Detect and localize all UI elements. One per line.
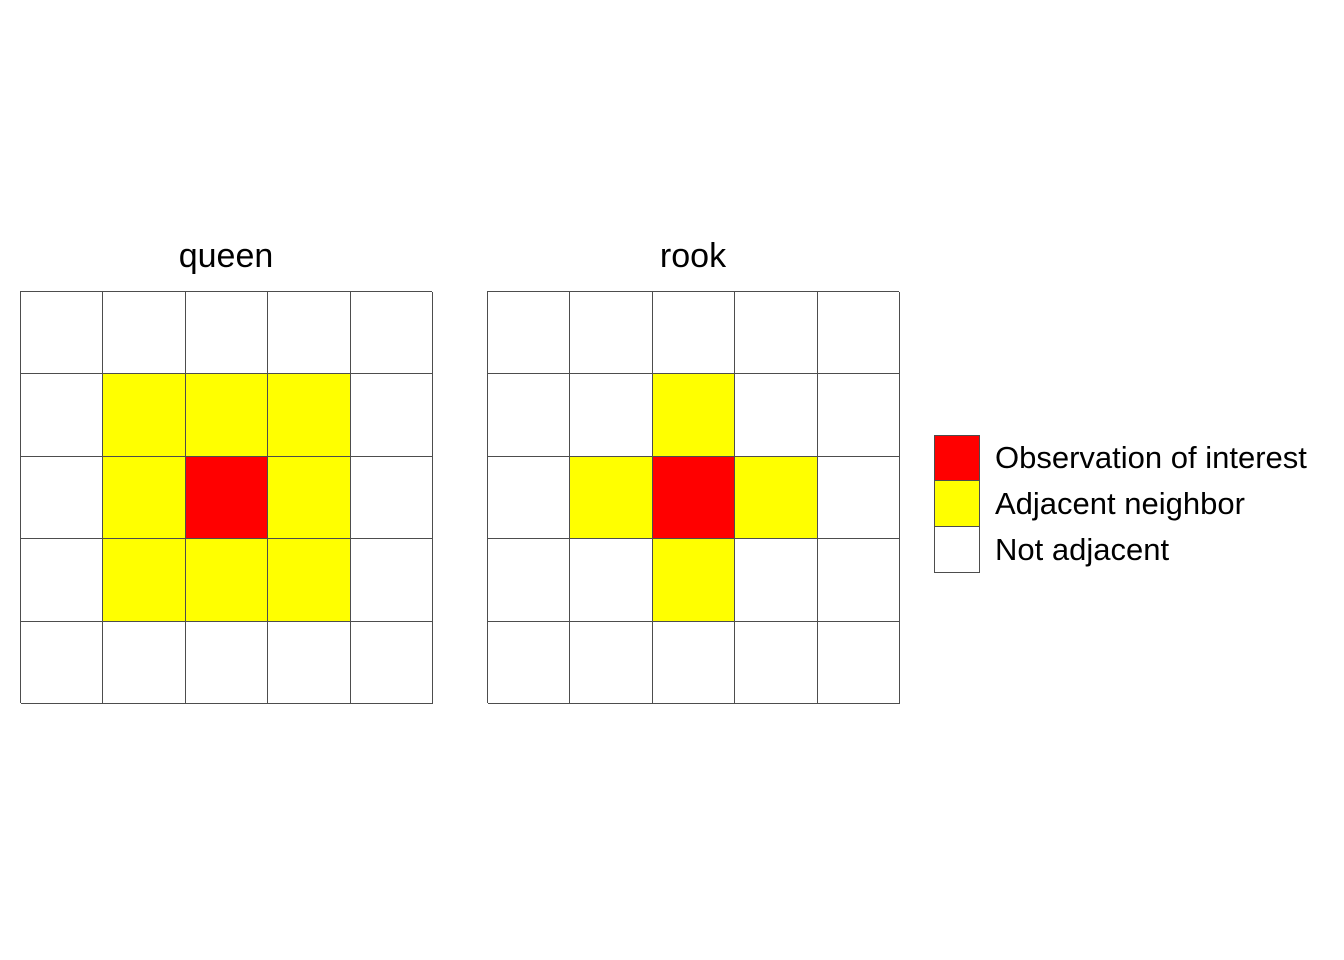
cell-not-adjacent (817, 374, 900, 457)
legend-swatch-not-adjacent (934, 527, 980, 573)
cell-not-adjacent (268, 621, 351, 704)
cell-not-adjacent (817, 292, 900, 375)
cell-not-adjacent (350, 292, 433, 375)
cell-not-adjacent (185, 292, 269, 375)
legend-swatch-observation (934, 435, 980, 481)
cell-not-adjacent (350, 374, 433, 457)
cell-not-adjacent (21, 456, 104, 540)
legend-item-neighbor: Adjacent neighbor (934, 481, 1307, 527)
rook-grid (487, 291, 900, 704)
queen-grid (20, 291, 433, 704)
cell-not-adjacent (735, 539, 818, 622)
cell-not-adjacent (268, 292, 351, 375)
cell-not-adjacent (185, 621, 269, 704)
cell-not-adjacent (817, 539, 900, 622)
cell-not-adjacent (103, 621, 186, 704)
cell-neighbor (103, 539, 186, 622)
cell-not-adjacent (103, 292, 186, 375)
panel-title-rook: rook (659, 237, 727, 275)
cell-not-adjacent (488, 621, 571, 704)
legend-item-not-adjacent: Not adjacent (934, 527, 1307, 573)
cell-not-adjacent (570, 539, 653, 622)
panel-title-queen: queen (178, 237, 274, 275)
cell-observation (652, 456, 736, 540)
cell-neighbor (185, 374, 269, 457)
cell-observation (185, 456, 269, 540)
cell-neighbor (103, 456, 186, 540)
cell-not-adjacent (652, 621, 736, 704)
legend-item-observation: Observation of interest (934, 435, 1307, 481)
cell-not-adjacent (21, 292, 104, 375)
cell-neighbor (652, 539, 736, 622)
cell-not-adjacent (735, 374, 818, 457)
cell-neighbor (652, 374, 736, 457)
cell-neighbor (268, 456, 351, 540)
cell-not-adjacent (817, 621, 900, 704)
cell-not-adjacent (817, 456, 900, 540)
cell-not-adjacent (488, 374, 571, 457)
cell-neighbor (570, 456, 653, 540)
cell-not-adjacent (350, 621, 433, 704)
legend-swatch-neighbor (934, 481, 980, 527)
cell-not-adjacent (350, 539, 433, 622)
legend: Observation of interest Adjacent neighbo… (934, 435, 1307, 573)
cell-not-adjacent (21, 621, 104, 704)
cell-not-adjacent (652, 292, 736, 375)
legend-label-not-adjacent: Not adjacent (995, 532, 1170, 567)
legend-label-observation: Observation of interest (995, 440, 1307, 475)
cell-neighbor (268, 374, 351, 457)
cell-not-adjacent (570, 621, 653, 704)
cell-not-adjacent (570, 374, 653, 457)
legend-label-neighbor: Adjacent neighbor (995, 486, 1245, 521)
cell-not-adjacent (21, 374, 104, 457)
cell-neighbor (103, 374, 186, 457)
cell-not-adjacent (350, 456, 433, 540)
cell-not-adjacent (488, 539, 571, 622)
cell-neighbor (268, 539, 351, 622)
cell-neighbor (185, 539, 269, 622)
cell-not-adjacent (735, 621, 818, 704)
cell-not-adjacent (488, 456, 571, 540)
cell-not-adjacent (735, 292, 818, 375)
cell-not-adjacent (488, 292, 571, 375)
cell-not-adjacent (570, 292, 653, 375)
cell-not-adjacent (21, 539, 104, 622)
cell-neighbor (735, 456, 818, 540)
